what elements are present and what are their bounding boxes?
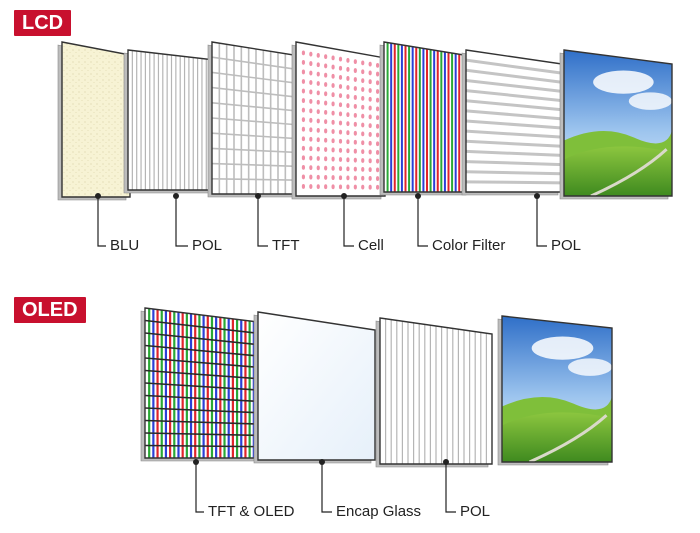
lcd-leader-line [343, 196, 354, 247]
oled-layer-1-tft-oled [140, 307, 259, 462]
oled-layer-3-pol [375, 317, 493, 468]
lcd-label-cell: Cell [358, 237, 384, 254]
oled-leader-line [195, 462, 204, 513]
oled-section-title: OLED [14, 297, 86, 323]
lcd-layer-1-blu [57, 41, 131, 201]
oled-leader-line [445, 462, 456, 513]
lcd-layer-3-tft [207, 41, 301, 198]
lcd-layer-5-color-filter [379, 41, 471, 196]
oled-leader-line [321, 462, 332, 513]
oled-layer-stack [140, 307, 613, 513]
lcd-label-pol: POL [192, 237, 223, 254]
lcd-label-tft: TFT [272, 237, 300, 254]
lcd-leader-line [257, 196, 268, 247]
oled-label-tft-oled: TFT & OLED [208, 503, 295, 520]
lcd-leader-line [175, 196, 188, 247]
lcd-label-blu: BLU [110, 237, 140, 254]
oled-layer-4-display [497, 315, 613, 466]
lcd-label-pol: POL [551, 237, 582, 254]
lcd-layer-7-display [559, 49, 673, 200]
lcd-layer-2-pol [123, 49, 216, 194]
oled-label-encap-glass: Encap Glass [336, 503, 422, 520]
lcd-section-title: LCD [14, 10, 72, 36]
lcd-layer-4-cell [291, 41, 386, 200]
lcd-label-color-filter: Color Filter [432, 237, 506, 254]
oled-label-pol: POL [460, 503, 491, 520]
oled-layer-2-encap-glass [253, 311, 376, 464]
lcd-layer-stack [57, 41, 673, 247]
lcd-leader-line [417, 196, 428, 247]
lcd-leader-line [97, 196, 106, 247]
lcd-leader-line [536, 196, 547, 247]
lcd-layer-6-pol [461, 49, 563, 196]
